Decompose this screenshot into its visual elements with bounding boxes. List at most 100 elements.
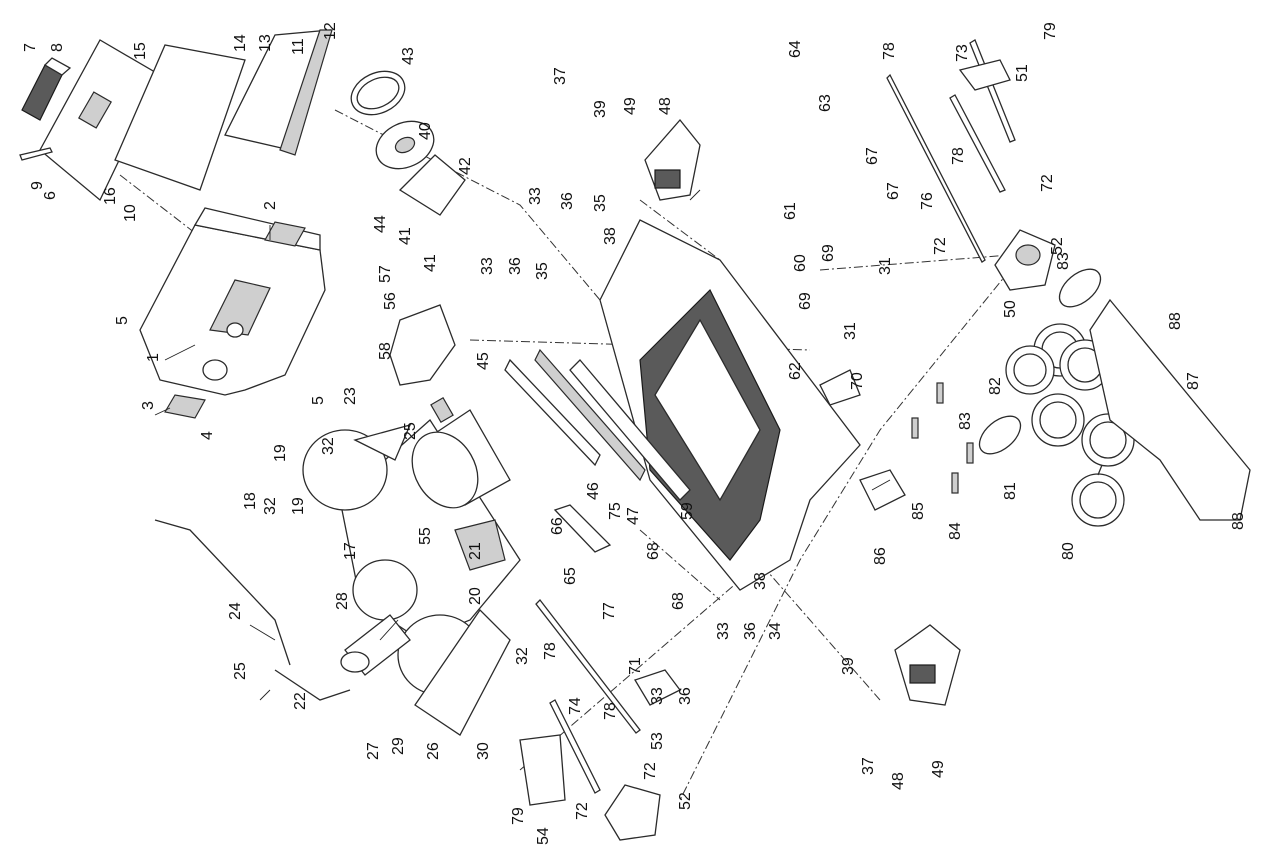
- driving-wheelset-81: [1031, 323, 1087, 447]
- callout-38a: 38: [602, 227, 619, 245]
- callout-71: 71: [627, 657, 644, 675]
- callout-33b: 33: [479, 257, 496, 275]
- callout-60: 60: [792, 254, 809, 272]
- cab-roof-plate: [39, 39, 161, 202]
- callout-47: 47: [625, 507, 642, 525]
- callout-45: 45: [475, 352, 492, 370]
- callout-15: 15: [132, 42, 149, 60]
- callout-42: 42: [457, 157, 474, 175]
- axle-springs: [911, 382, 974, 494]
- callout-17: 17: [342, 542, 359, 560]
- callout-11: 11: [290, 38, 307, 55]
- callout-72b: 72: [1039, 174, 1056, 192]
- callout-36a: 36: [559, 192, 576, 210]
- handrail-wire: [154, 519, 351, 701]
- lever-bracket: [553, 504, 612, 553]
- callout-34: 34: [767, 622, 784, 640]
- firebox-backhead: [302, 424, 412, 511]
- callout-36b: 36: [507, 257, 524, 275]
- callout-14: 14: [232, 34, 249, 52]
- callout-41a: 41: [397, 227, 414, 245]
- callout-44: 44: [372, 215, 389, 233]
- callout-75: 75: [607, 502, 624, 520]
- callout-31b: 31: [842, 322, 859, 340]
- callout-38b: 38: [752, 572, 769, 590]
- callout-83a: 83: [1055, 252, 1072, 270]
- callout-33a: 33: [527, 187, 544, 205]
- callout-80: 80: [1060, 542, 1077, 560]
- pony-truck-mount: [819, 369, 861, 406]
- callout-72d: 72: [574, 802, 591, 820]
- callout-55: 55: [417, 527, 434, 545]
- callout-78c: 78: [542, 642, 559, 660]
- callout-39b: 39: [840, 657, 857, 675]
- callout-72a: 72: [932, 237, 949, 255]
- callout-79a: 79: [1042, 22, 1059, 40]
- callout-23: 23: [342, 387, 359, 405]
- callout-26: 26: [425, 742, 442, 760]
- bogie-frame: [1089, 298, 1251, 521]
- callout-83b: 83: [957, 412, 974, 430]
- callout-16: 16: [102, 187, 119, 205]
- callout-51: 51: [1014, 64, 1031, 82]
- pickup-strip: [504, 348, 691, 501]
- smokebox-door-plate: [414, 608, 511, 736]
- callout-6: 6: [42, 191, 59, 200]
- callout-36c: 36: [742, 622, 759, 640]
- callout-84: 84: [947, 522, 964, 540]
- callout-33c: 33: [715, 622, 732, 640]
- assembly-axis-lines: [119, 109, 1011, 801]
- roof-vent-block: [21, 57, 72, 121]
- crosshead-bracket: [634, 669, 681, 706]
- flywheel-plate: [398, 154, 466, 216]
- callout-78b: 78: [950, 147, 967, 165]
- callout-68a: 68: [645, 542, 662, 560]
- callout-69a: 69: [820, 244, 837, 262]
- callout-64: 64: [787, 40, 804, 58]
- callout-67a: 67: [864, 147, 881, 165]
- callout-77: 77: [601, 602, 618, 620]
- cab-window-insert-3: [164, 394, 206, 419]
- callout-61: 61: [782, 202, 799, 220]
- keeper-plate: [859, 469, 906, 511]
- callout-5b: 5: [310, 396, 327, 405]
- callout-3: 3: [140, 401, 157, 410]
- callout-40: 40: [417, 122, 434, 140]
- whistle-pin: [19, 147, 53, 161]
- callout-68b: 68: [670, 592, 687, 610]
- callout-18: 18: [242, 492, 259, 510]
- callout-8: 8: [49, 43, 66, 52]
- callout-43: 43: [400, 47, 417, 65]
- callout-leaders: [154, 189, 891, 701]
- callout-22: 22: [292, 692, 309, 710]
- callout-32a: 32: [320, 437, 337, 455]
- callout-57: 57: [377, 265, 394, 283]
- callout-39a: 39: [592, 100, 609, 118]
- callout-58: 58: [377, 342, 394, 360]
- callout-30: 30: [475, 742, 492, 760]
- callout-13: 13: [257, 34, 274, 52]
- callout-5a: 5: [114, 316, 131, 325]
- callout-54: 54: [535, 827, 552, 845]
- callout-67b: 67: [885, 182, 902, 200]
- callout-28: 28: [334, 592, 351, 610]
- callout-10: 10: [122, 204, 139, 222]
- callout-78d: 78: [602, 702, 619, 720]
- cab-window-insert-2: [264, 221, 306, 247]
- callout-31a: 31: [877, 257, 894, 275]
- callout-35b: 35: [534, 262, 551, 280]
- callout-81: 81: [1002, 482, 1019, 500]
- callout-37b: 37: [860, 757, 877, 775]
- callout-41b: 41: [422, 254, 439, 272]
- callout-1: 1: [145, 353, 162, 362]
- callout-52a: 52: [1049, 237, 1066, 255]
- callout-48a: 48: [657, 97, 674, 115]
- callout-56: 56: [382, 292, 399, 310]
- callout-53: 53: [649, 732, 666, 750]
- motor: [411, 397, 511, 509]
- callout-36d: 36: [677, 687, 694, 705]
- callout-48b: 48: [890, 772, 907, 790]
- callout-85: 85: [910, 502, 927, 520]
- traction-tyre: [978, 268, 1102, 455]
- cylinder-block-upper: [644, 118, 701, 201]
